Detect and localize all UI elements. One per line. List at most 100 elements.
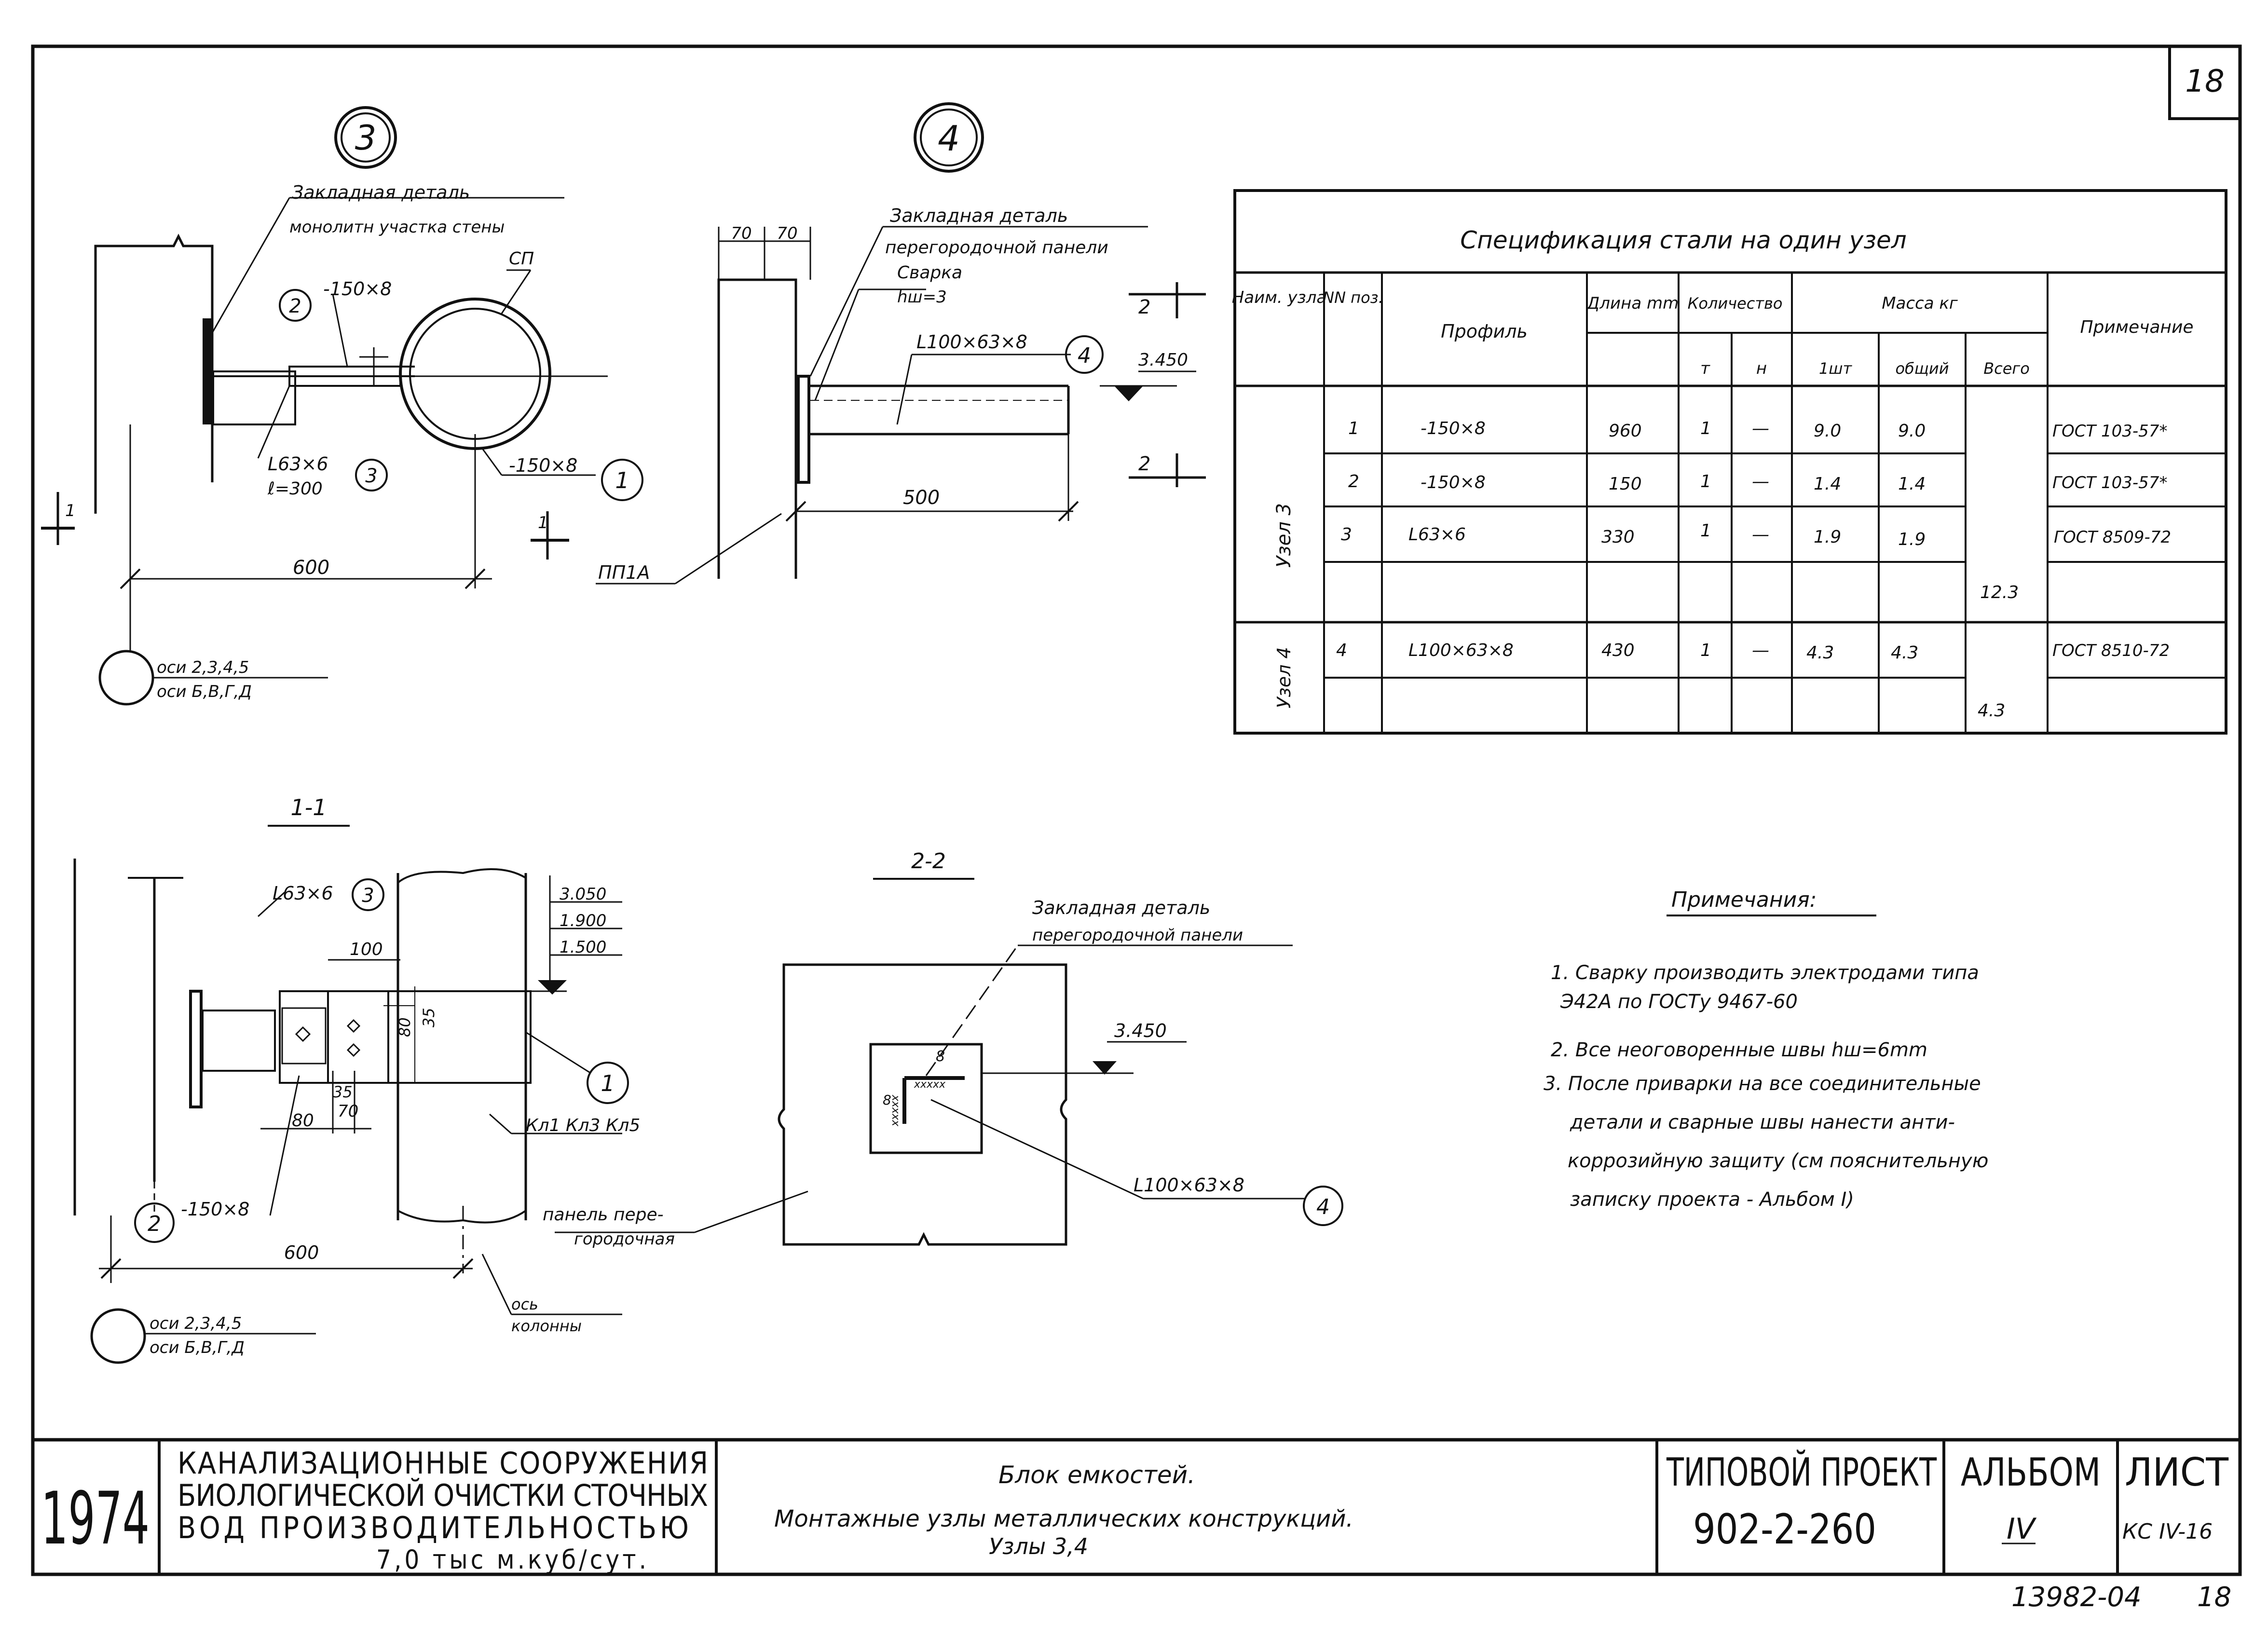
spec-h-mass-1: 1шт (1819, 359, 1853, 378)
spec-group-node3: Узел 3 (1273, 503, 1295, 568)
node-3-pos2-size: -150×8 (323, 278, 392, 300)
node-4-note-line1: Закладная деталь (890, 205, 1068, 226)
node-3-cut-left: 1 (65, 501, 76, 520)
spec-row3-profile: L63×6 (1408, 525, 1466, 545)
section-1-1-dim-70: 70 (338, 1102, 358, 1121)
node-3-dim-600: 600 (293, 557, 329, 579)
title-project-label: ТИПОВОЙ ПРОЕКТ (1666, 1449, 1937, 1495)
spec-row1-pos: 1 (1348, 419, 1359, 438)
spec-h-mass-all: Всего (1983, 359, 2030, 378)
spec-row1-note: ГОСТ 103-57* (2052, 422, 2167, 441)
spec-row2-pos: 2 (1348, 472, 1359, 492)
node-4-cut-bottom: 2 (1138, 453, 1150, 475)
node-3-pos1-size: -150×8 (509, 455, 577, 476)
node-3-pipe (399, 298, 551, 450)
node-3-axis-bubble (98, 650, 154, 706)
node-3-number: 3 (355, 118, 377, 158)
note-line-3: 2. Все неоговоренные швы hш=6mm (1551, 1039, 1927, 1061)
spec-row2-note: ГОСТ 103-57* (2052, 473, 2167, 492)
note-line-6: коррозийную защиту (см пояснительную (1568, 1150, 1988, 1172)
node-4-drawing: 4 70 70 (596, 102, 1206, 585)
spec-h-node: Наим. узла (1232, 288, 1327, 307)
node-3-axis-line2: оси Б,В,Г,Д (157, 682, 252, 701)
spec-row3-length: 330 (1601, 527, 1635, 547)
section-1-1-pos1-num: 1 (601, 1070, 615, 1096)
section-2-2-weld-8b: 8 (883, 1092, 891, 1108)
spec-row4-n: — (1752, 641, 1769, 660)
node-4-panel (717, 278, 797, 579)
spec-row3-m1: 1.9 (1814, 527, 1841, 547)
title-project-number: 902-2-260 (1693, 1505, 1876, 1554)
node-4-weld-line1: Сварка (897, 263, 962, 283)
title-org-line1: КАНАЛИЗАЦИОННЫЕ СООРУЖЕНИЯ (178, 1446, 708, 1481)
spec-row3-pos: 3 (1341, 525, 1352, 545)
section-1-1-level-3: 1.500 (560, 938, 606, 957)
node-3-drawing: 3 Закладн (41, 106, 643, 706)
node-3-angle (212, 370, 296, 425)
spec-row4-note: ГОСТ 8510-72 (2052, 641, 2170, 660)
note-line-2: Э42А по ГОСТу 9467-60 (1560, 991, 1798, 1013)
section-1-1-panel-line2: городочная (574, 1229, 675, 1249)
spec-row4-profile: L100×63×8 (1408, 641, 1514, 660)
spec-table: Спецификация стали на один узел Наим. уз… (1232, 189, 2227, 735)
node-4-dim-70b: 70 (777, 224, 797, 243)
section-1-1-dim-35: 35 (333, 1083, 353, 1101)
note-line-1: 1. Сварку производить электродами типа (1551, 962, 1979, 984)
spec-row2-length: 150 (1609, 474, 1642, 494)
node-4-angle-size: L100×63×8 (916, 331, 1027, 353)
spec-h-profile: Профиль (1441, 321, 1528, 342)
title-sheet-line1: Блок емкостей. (998, 1461, 1195, 1489)
section-1-1-colaxis-line1: ось (511, 1295, 538, 1313)
node-4-weld-line2: hш=3 (897, 287, 947, 307)
spec-h-note: Примечание (2080, 317, 2193, 337)
node-3-pos2-num: 2 (289, 295, 301, 317)
section-1-1-title: 1-1 (290, 794, 327, 820)
spec-row2-m1: 1.4 (1814, 474, 1841, 494)
section-1-1-pos2-num: 2 (148, 1212, 161, 1236)
title-year: 1974 (41, 1477, 150, 1561)
note-line-5: детали и сварные швы нанести анти- (1570, 1111, 1955, 1133)
node-3-bubble-inner (341, 112, 391, 163)
spec-h-qty: Количество (1688, 294, 1783, 313)
section-1-1-level-1: 3.050 (560, 885, 606, 904)
section-2-2-note-line1: Закладная деталь (1032, 897, 1210, 918)
note-line-4: 3. После приварки на все соединительные (1544, 1073, 1981, 1095)
spec-row1-n: — (1752, 419, 1769, 438)
section-1-1-pos2-size: -150×8 (181, 1199, 249, 1220)
spec-row2-profile: -150×8 (1421, 473, 1486, 492)
section-1-1-panel-line1: панель пере- (543, 1205, 664, 1225)
title-album-value: IV (2007, 1512, 2037, 1546)
section-1-1-dim-35v: 35 (420, 1008, 438, 1027)
node-3-axis-line1: оси 2,3,4,5 (157, 658, 249, 677)
node-4-panel-label: ПП1А (598, 562, 650, 583)
section-1-1-columns: Кл1 Кл3 Кл5 (526, 1116, 640, 1135)
section-1-1-plate (279, 990, 389, 1084)
spec-h-length: Длина mm (1586, 294, 1679, 313)
spec-row1-m1: 9.0 (1814, 421, 1841, 441)
outer-frame (31, 44, 2242, 1576)
node-3-bubble-outer (334, 106, 397, 169)
spec-row1-length: 960 (1609, 421, 1642, 441)
archive-sheet: 18 (2197, 1582, 2231, 1613)
section-1-1-dim-80: 80 (292, 1111, 314, 1131)
section-1-1-axis-line2: оси Б,В,Г,Д (150, 1338, 245, 1357)
node-3-pos3-size: L63×6 (268, 453, 328, 475)
node-4-level: 3.450 (1138, 350, 1188, 370)
spec-row3-t: 1 (1700, 521, 1711, 541)
node-4-dim-70a: 70 (731, 224, 751, 243)
node-3-embedded-plate (203, 318, 213, 424)
spec-row1-profile: -150×8 (1421, 419, 1486, 438)
spec-row4-mt: 4.3 (1891, 643, 1918, 663)
section-2-2-plate (869, 1043, 983, 1154)
spec-row2-n: — (1752, 472, 1769, 492)
title-block: 1974 КАНАЛИЗАЦИОННЫЕ СООРУЖЕНИЯ БИОЛОГИЧ… (33, 1438, 2240, 1575)
title-sheet-value: КС IV-16 (2122, 1519, 2213, 1544)
title-sheet-label: ЛИСТ (2125, 1450, 2229, 1495)
spec-row2-t: 1 (1700, 472, 1711, 492)
section-2-2-drawing: 2-2 xxxxx xxxxx Закладная деталь перегор… (778, 849, 1343, 1246)
sheet-number: 18 (2185, 64, 2224, 99)
spec-row4-m1: 4.3 (1806, 643, 1834, 663)
section-2-2-angle-num: 4 (1316, 1195, 1330, 1219)
spec-row4-pos: 4 (1336, 641, 1347, 660)
section-2-2-panel (778, 963, 1067, 1246)
